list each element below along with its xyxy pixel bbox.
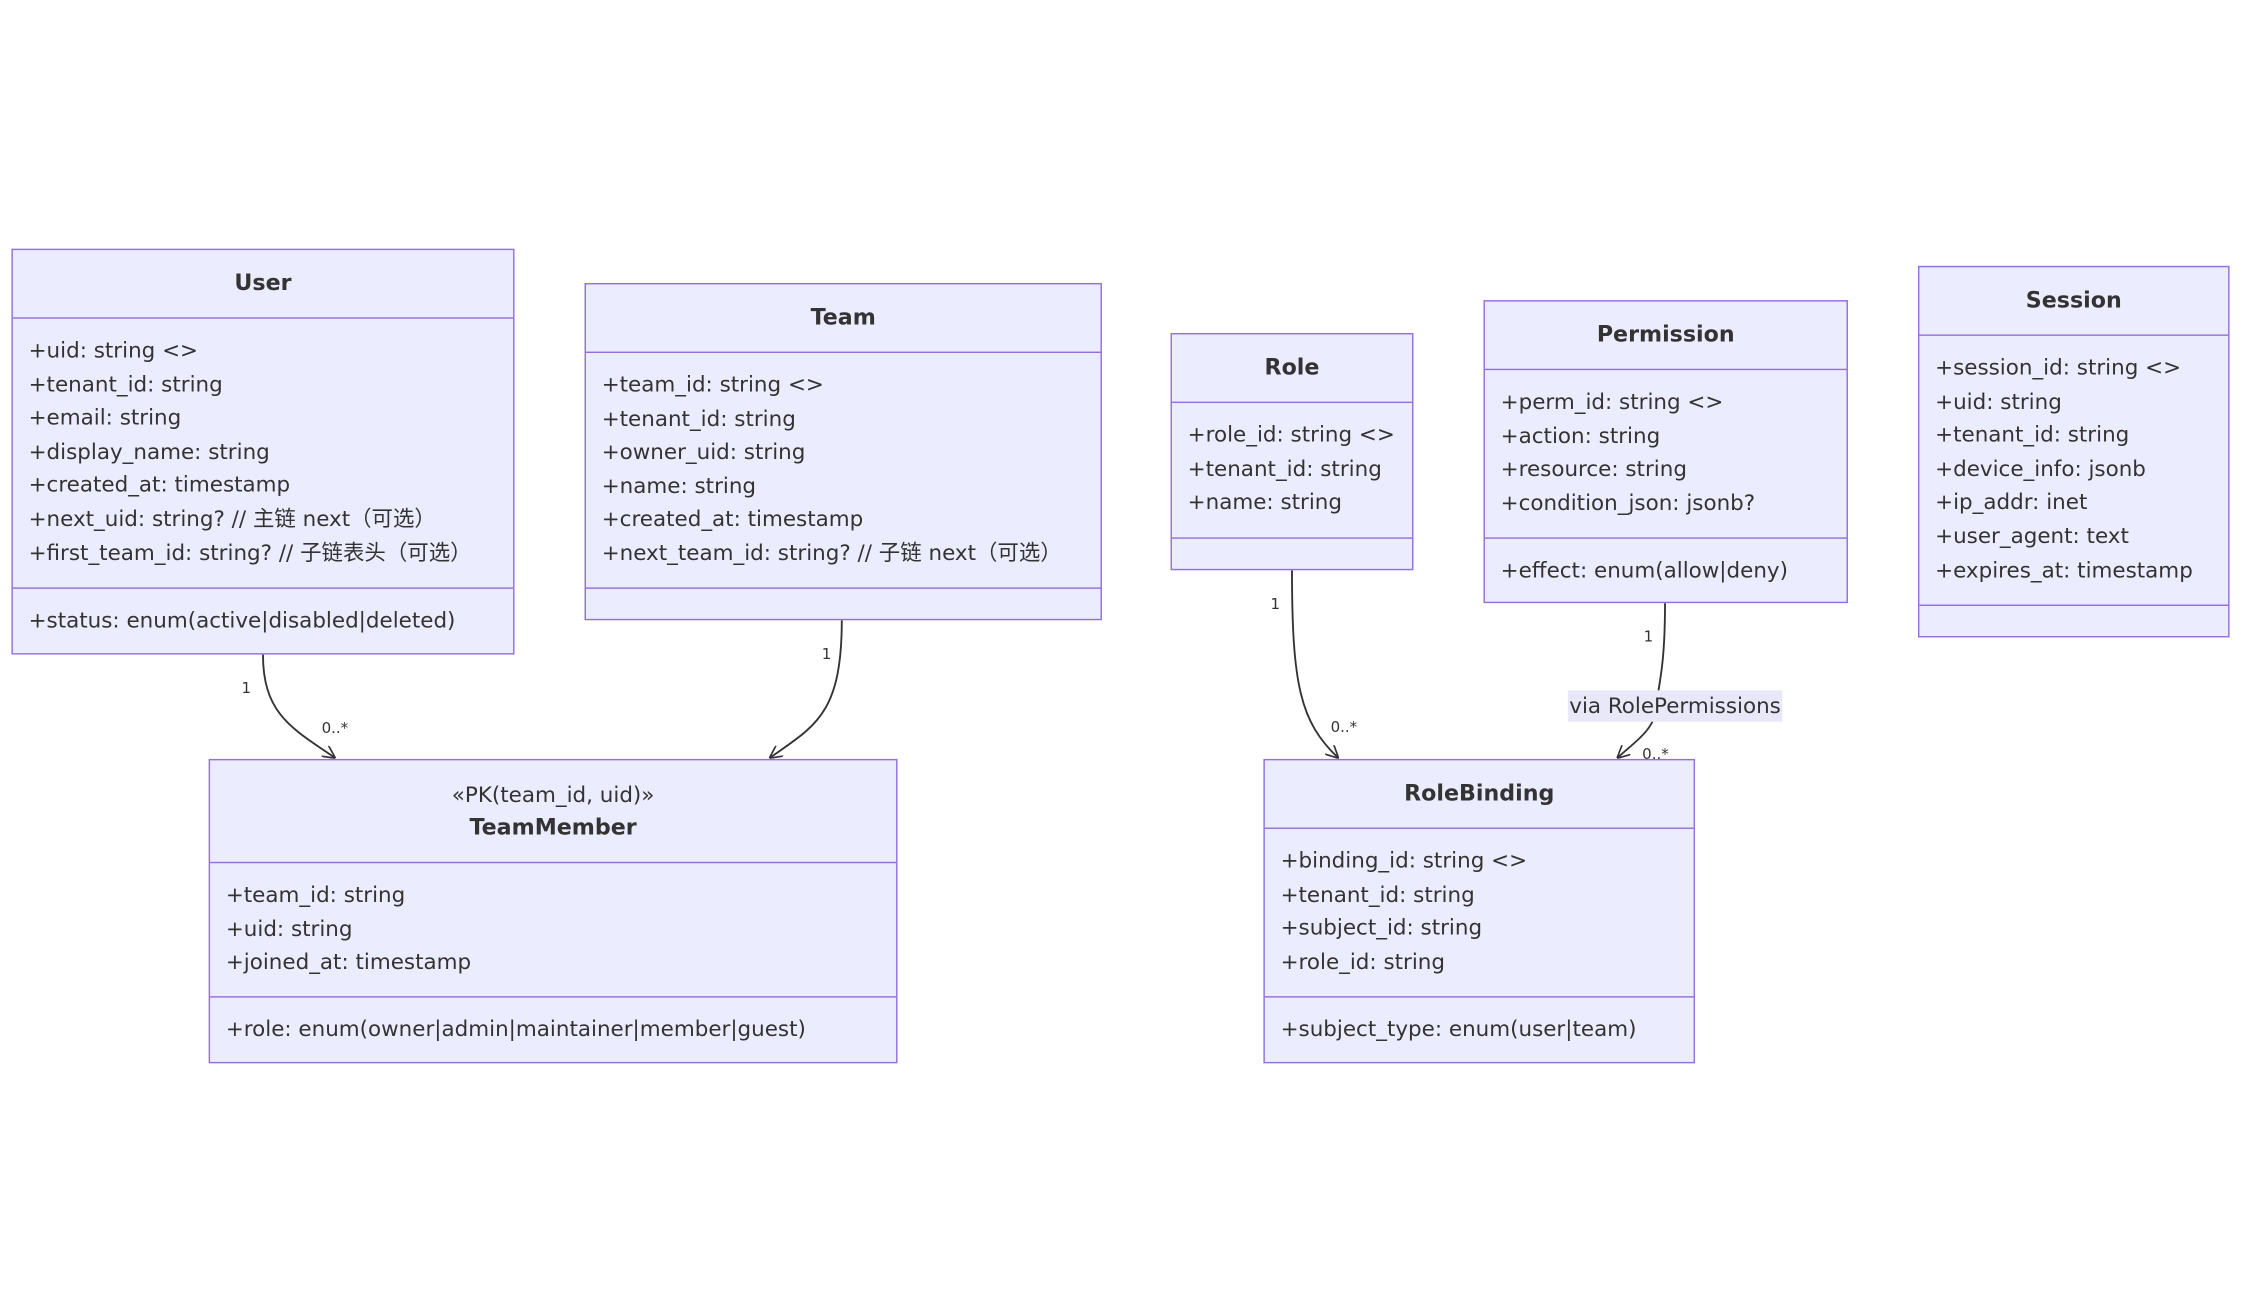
attribute: +created_at: timestamp [28,472,291,498]
method-list: +role: enum(owner|admin|maintainer|membe… [210,998,896,1047]
class-header: User [12,250,514,319]
attribute: +role_id: string [1280,948,1446,975]
method-list [1172,539,1412,555]
edge-team-teammember [770,620,843,757]
class-name: User [234,270,292,296]
attribute: +email: string [28,404,182,431]
attribute: +team_id: string <> [601,371,824,398]
class-stereotype: «PK(team_id, uid)» [451,781,655,807]
class-session: Session +session_id: string <> +uid: str… [1917,265,2230,638]
attribute-list: +team_id: string <> +tenant_id: string +… [585,353,1101,589]
class-header: RoleBinding [1264,760,1694,829]
edge-permission-rolebinding [1618,603,1666,757]
class-name: TeamMember [469,813,637,840]
attribute-list: +role_id: string <> +tenant_id: string +… [1171,403,1413,539]
edge-user-teammember [262,654,334,758]
attribute: +tenant_id: string [601,405,796,432]
attribute: +uid: string <> [28,337,199,364]
multiplicity-user-source: 1 [241,680,252,698]
attribute: +next_uid: string? // 主链 next（可选） [28,505,436,532]
class-header: Role [1171,334,1413,404]
method: +role: enum(owner|admin|maintainer|membe… [225,1016,806,1042]
attribute-list: +session_id: string <> +uid: string +ten… [1919,336,2229,606]
attribute: +role_id: string <> [1187,421,1395,448]
class-rolebinding: RoleBinding +binding_id: string <> +tena… [1263,758,1696,1064]
attribute: +tenant_id: string [1935,421,2130,448]
method: +effect: enum(allow|deny) [1500,557,1788,584]
attribute: +team_id: string [225,881,406,908]
attribute-list: +uid: string <> +tenant_id: string +emai… [12,319,514,589]
class-name: Team [810,304,876,331]
attribute: +created_at: timestamp [601,506,864,533]
attribute: +binding_id: string <> [1280,847,1528,874]
class-user: User +uid: string <> +tenant_id: string … [11,248,515,655]
attribute: +resource: string [1500,456,1687,482]
method-list: +status: enum(active|disabled|deleted) [13,589,513,638]
method-list: +effect: enum(allow|deny) [1485,539,1847,588]
class-permission: Permission +perm_id: string <> +action: … [1483,300,1848,604]
method-list [1919,606,2228,622]
class-team: Team +team_id: string <> +tenant_id: str… [584,282,1102,621]
multiplicity-permission-source: 1 [1643,628,1654,646]
edge-label-via-rolepermissions: via RolePermissions [1567,690,1783,722]
attribute: +expires_at: timestamp [1935,556,2193,583]
attribute-list: +binding_id: string <> +tenant_id: strin… [1264,829,1694,998]
class-name: RoleBinding [1404,780,1555,807]
attribute: +ip_addr: inet [1935,489,2088,516]
attribute: +uid: string [1935,388,2062,414]
attribute: +tenant_id: string [28,371,223,397]
multiplicity-teammember-target: 0..* [321,720,349,738]
attribute: +perm_id: string <> [1500,388,1724,415]
class-name: Permission [1596,321,1735,348]
multiplicity-role-source: 1 [1270,595,1281,614]
attribute: +next_team_id: string? // 子链 next（可选） [601,540,1062,566]
attribute: +name: string [1187,489,1343,515]
attribute: +uid: string [225,915,353,942]
class-header: Permission [1484,302,1847,371]
multiplicity-rolebinding-target: 0..* [1330,718,1358,737]
attribute: +condition_json: jsonb? [1500,489,1756,516]
attribute: +name: string [601,472,757,499]
attribute: +action: string [1500,422,1661,449]
class-header: Team [585,284,1101,354]
method-list: +subject_type: enum(user|team) [1265,998,1694,1047]
multiplicity-team-source: 1 [821,645,832,664]
attribute: +first_team_id: string? // 子链表头（可选） [28,539,472,566]
class-name: Role [1264,354,1320,381]
class-name: Session [2025,287,2122,313]
attribute: +user_agent: text [1935,523,2129,549]
attribute: +device_info: jsonb [1935,455,2146,482]
class-header: Session [1919,267,2229,336]
multiplicity-rolebinding-permission-target: 0..* [1642,746,1669,764]
method: +status: enum(active|disabled|deleted) [28,607,456,634]
edge-role-rolebinding [1291,570,1338,757]
attribute: +joined_at: timestamp [225,949,472,975]
attribute: +tenant_id: string [1187,455,1382,482]
attribute: +subject_id: string [1280,914,1483,941]
attribute: +display_name: string [28,438,270,465]
method-list [586,589,1101,605]
class-header: «PK(team_id, uid)» TeamMember [210,760,897,864]
method: +subject_type: enum(user|team) [1280,1016,1637,1042]
class-teammember: «PK(team_id, uid)» TeamMember +team_id: … [208,758,898,1064]
attribute: +tenant_id: string [1280,881,1475,907]
attribute-list: +team_id: string +uid: string +joined_at… [210,863,897,998]
class-role: Role +role_id: string <> +tenant_id: str… [1170,333,1414,571]
attribute: +owner_uid: string [601,439,806,465]
attribute-list: +perm_id: string <> +action: string +res… [1484,370,1847,539]
attribute: +session_id: string <> [1935,354,2182,381]
